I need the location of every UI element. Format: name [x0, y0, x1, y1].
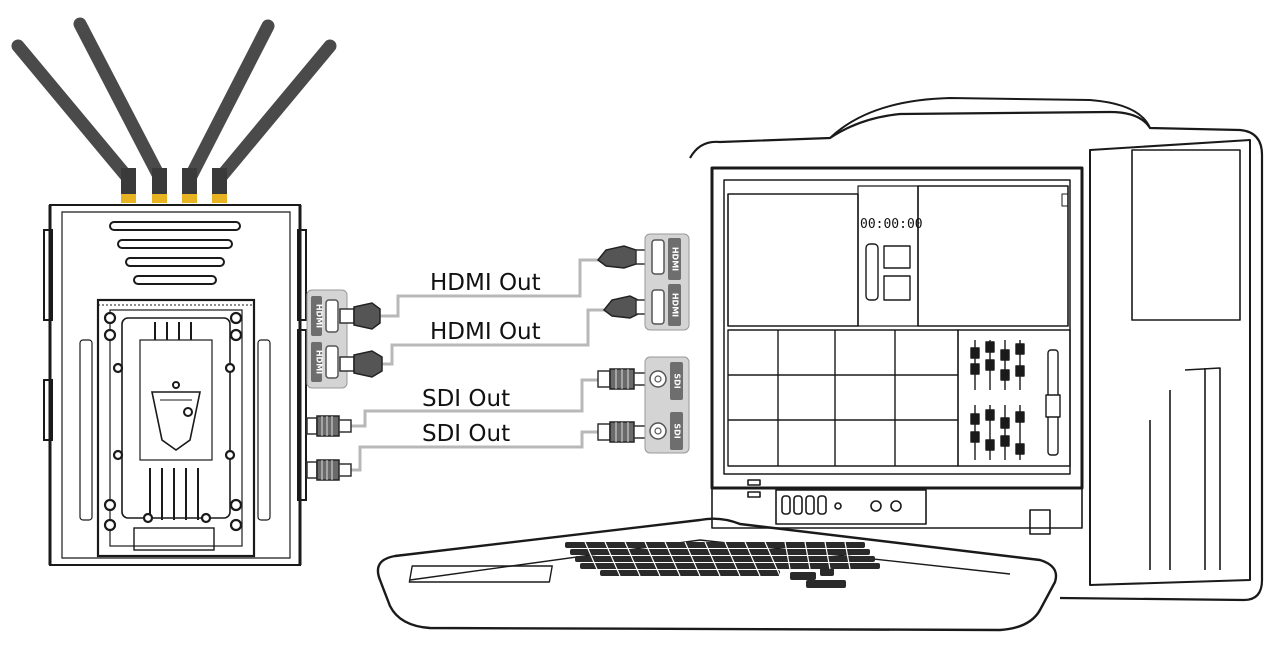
rx-hdmi-plug-2 [602, 295, 649, 319]
audio-mixer [957, 329, 1071, 467]
cable-labels: HDMI Out HDMI Out SDI Out SDI Out [422, 270, 541, 447]
multiview-grid [727, 329, 959, 467]
video-pane-left [727, 193, 859, 327]
control-pane [857, 185, 919, 327]
keyboard-tray [376, 517, 1058, 632]
tx-sdi-plug-1 [306, 415, 352, 437]
antennas [11, 17, 337, 203]
antenna-1 [11, 39, 135, 185]
cable-sdi-1 [350, 378, 598, 428]
screen-timecode: 00:00:00 [860, 217, 923, 232]
rx-sdi-plug-1 [597, 368, 647, 390]
transmitter-plugs [306, 302, 383, 481]
cable-label-hdmi-2: HDMI Out [430, 319, 541, 345]
touchpad [408, 565, 553, 583]
keyboard-key-separators [584, 541, 851, 577]
rx-hdmi-port-2-label: HDMI [671, 293, 680, 317]
transmitter-body [43, 204, 307, 566]
rx-sdi-port-2-label: SDI [673, 423, 682, 438]
side-panel-window [1131, 149, 1241, 321]
cable-label-sdi-2: SDI Out [422, 421, 510, 447]
portable-workstation [376, 97, 1264, 632]
workstation-case [689, 110, 1264, 602]
antenna-3 [183, 19, 275, 185]
transmitter-hdmi-ports: HDMI HDMI [306, 289, 348, 389]
plate-screws [103, 311, 243, 532]
rx-hdmi-port-1-label: HDMI [671, 247, 680, 271]
transmitter-unit [11, 17, 337, 566]
latch [1029, 509, 1051, 535]
receiver-ports: HDMI HDMI SDI SDI [596, 233, 690, 454]
rx-sdi-plug-2 [597, 421, 647, 443]
rx-sdi-port-1-label: SDI [673, 373, 682, 388]
tx-hdmi-port-1-label: HDMI [315, 304, 324, 328]
tx-hdmi-plug-2 [339, 350, 383, 378]
screen-bezel [710, 166, 1084, 490]
tx-hdmi-plug-1 [339, 302, 381, 330]
screen-content [727, 185, 1071, 467]
rx-hdmi-plug-1 [596, 245, 649, 269]
antenna-4 [213, 39, 337, 185]
cable-label-hdmi-1: HDMI Out [430, 270, 541, 296]
antenna-2 [73, 17, 167, 185]
cable-hdmi-1 [378, 258, 600, 318]
cables [350, 258, 605, 472]
front-io-panel [711, 479, 1083, 529]
video-pane-right [917, 185, 1069, 327]
antenna-connectors [121, 168, 227, 203]
cable-label-sdi-1: SDI Out [422, 386, 510, 412]
cable-sdi-2 [350, 430, 598, 472]
cable-hdmi-2 [382, 308, 605, 366]
tx-sdi-plug-2 [306, 459, 352, 481]
keyboard [565, 542, 880, 588]
tx-hdmi-port-2-label: HDMI [315, 350, 324, 374]
